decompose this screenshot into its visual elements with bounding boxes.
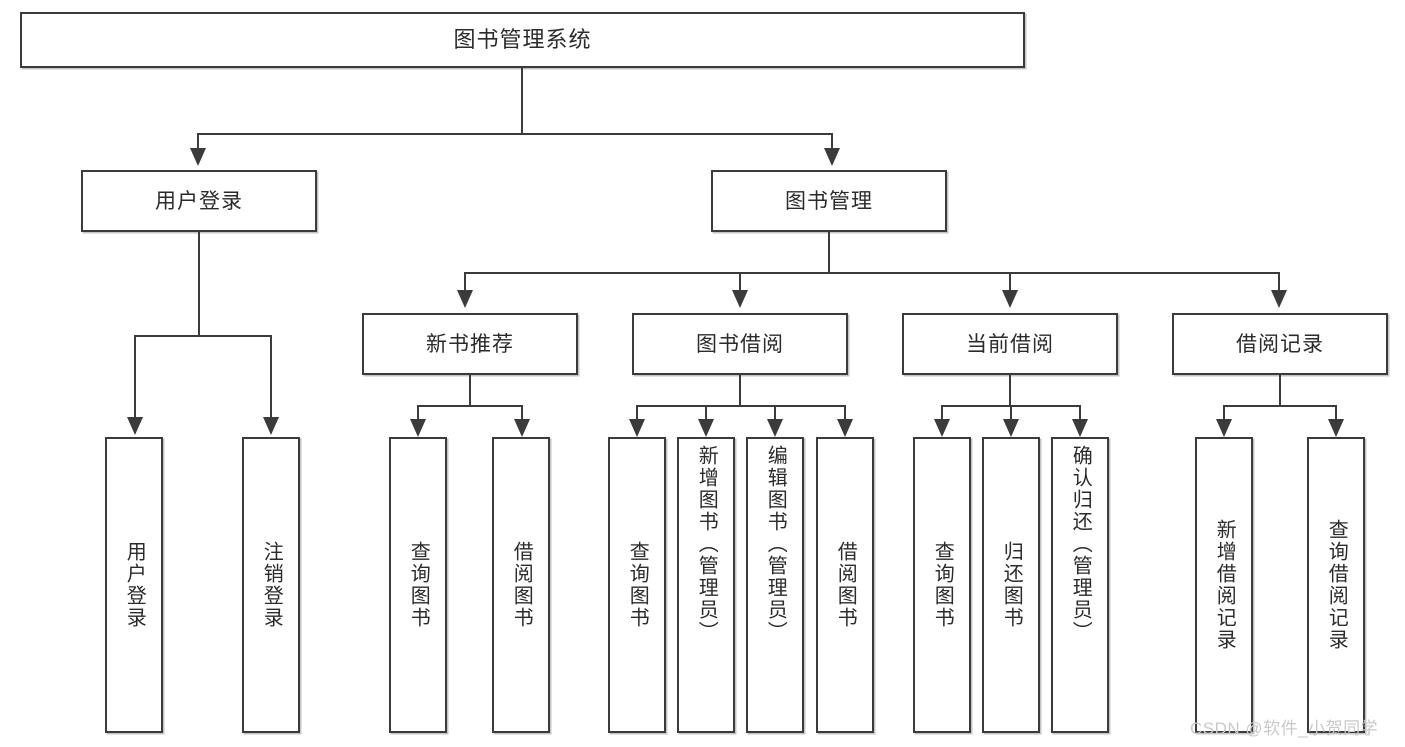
node-label: 查询借阅记录 (1325, 519, 1348, 651)
arrow-new-book (457, 290, 473, 308)
connector-drop-cb-confirm-return (1079, 405, 1081, 421)
node-label: 编辑图书（管理员） (764, 445, 787, 643)
connector-drop-nb-query-book (417, 405, 419, 421)
leaf-nb-borrow-book[interactable]: 借阅图书 (492, 437, 550, 733)
connector-drop-bb-add-book (705, 405, 707, 421)
node-label: 图书管理 (785, 189, 873, 213)
arrow-bb-borrow-book (837, 419, 853, 437)
arrow-leaf-user-login (127, 417, 143, 435)
connector-drop-new-book (464, 272, 466, 292)
leaf-br-query-record[interactable]: 查询借阅记录 (1307, 437, 1365, 733)
node-current-borrow[interactable]: 当前借阅 (902, 313, 1118, 375)
connector-drop-leaf-user-login (134, 335, 136, 419)
arrow-current-borrow (1002, 290, 1018, 308)
node-root-book-management-system[interactable]: 图书管理系统 (20, 12, 1025, 68)
connector-borrow-record-bus (1223, 405, 1337, 407)
arrow-cb-query-book (934, 419, 950, 437)
leaf-nb-query-book[interactable]: 查询图书 (389, 437, 447, 733)
node-label: 归还图书 (1000, 541, 1023, 629)
connector-root-stem (521, 68, 523, 134)
connector-level3-bus (464, 272, 1280, 274)
connector-current-borrow-stem (1009, 375, 1011, 406)
connector-drop-book-borrow (739, 272, 741, 292)
connector-drop-cb-return-book (1010, 405, 1012, 421)
node-user-login[interactable]: 用户登录 (81, 170, 317, 232)
node-book-management[interactable]: 图书管理 (711, 170, 947, 232)
leaf-br-add-record[interactable]: 新增借阅记录 (1195, 437, 1253, 733)
node-label: 借阅记录 (1236, 332, 1324, 356)
connector-book-borrow-bus (636, 405, 846, 407)
arrow-bb-query-book (629, 419, 645, 437)
leaf-bb-borrow-book[interactable]: 借阅图书 (816, 437, 874, 733)
node-label: 借阅图书 (510, 541, 533, 629)
connector-book-management-stem (828, 232, 830, 273)
arrow-nb-borrow-book (514, 419, 530, 437)
arrow-nb-query-book (410, 419, 426, 437)
node-label: 借阅图书 (834, 541, 857, 629)
connector-drop-bb-query-book (636, 405, 638, 421)
connector-new-book-stem (469, 375, 471, 406)
arrow-cb-confirm-return (1072, 419, 1088, 437)
arrow-br-add-record (1216, 419, 1232, 437)
leaf-bb-edit-book[interactable]: 编辑图书（管理员） (746, 437, 804, 733)
node-label: 查询图书 (931, 541, 954, 629)
connector-drop-nb-borrow-book (521, 405, 523, 421)
arrow-borrow-record (1271, 290, 1287, 308)
node-borrow-record[interactable]: 借阅记录 (1172, 313, 1388, 375)
leaf-logout[interactable]: 注销登录 (242, 437, 300, 733)
connector-user-login-stem (198, 232, 200, 336)
node-label: 查询图书 (407, 541, 430, 629)
arrow-leaf-logout (263, 417, 279, 435)
node-label: 当前借阅 (966, 332, 1054, 356)
connector-drop-bb-edit-book (774, 405, 776, 421)
connector-drop-user-login (197, 133, 199, 151)
node-label: 用户登录 (155, 189, 243, 213)
leaf-bb-add-book[interactable]: 新增图书（管理员） (677, 437, 735, 733)
node-label: 确认归还（管理员） (1069, 445, 1092, 643)
connector-drop-cb-query-book (941, 405, 943, 421)
node-label: 新增借阅记录 (1213, 519, 1236, 651)
connector-drop-br-query-record (1335, 405, 1337, 421)
node-label: 用户登录 (123, 541, 146, 629)
arrow-br-query-record (1328, 419, 1344, 437)
connector-drop-current-borrow (1009, 272, 1011, 292)
connector-borrow-record-stem (1279, 375, 1281, 406)
connector-drop-bb-borrow-book (844, 405, 846, 421)
leaf-bb-query-book[interactable]: 查询图书 (608, 437, 666, 733)
node-label: 查询图书 (626, 541, 649, 629)
leaf-cb-query-book[interactable]: 查询图书 (913, 437, 971, 733)
arrow-book-management (824, 148, 840, 166)
watermark: CSDN @软件_小贺同学 (1190, 719, 1379, 738)
connector-new-book-bus (417, 405, 523, 407)
arrow-bb-edit-book (767, 419, 783, 437)
node-label: 新增图书（管理员） (695, 445, 718, 643)
connector-drop-br-add-record (1223, 405, 1225, 421)
node-label: 注销登录 (260, 541, 283, 629)
connector-book-borrow-stem (739, 375, 741, 406)
connector-drop-leaf-logout (270, 335, 272, 419)
arrow-book-borrow (732, 290, 748, 308)
node-new-book-recommend[interactable]: 新书推荐 (362, 313, 578, 375)
arrow-bb-add-book (698, 419, 714, 437)
leaf-cb-confirm-return[interactable]: 确认归还（管理员） (1051, 437, 1109, 733)
connector-user-login-bus (134, 335, 272, 337)
arrow-user-login (190, 148, 206, 166)
leaf-cb-return-book[interactable]: 归还图书 (982, 437, 1040, 733)
connector-level2-bus (197, 133, 833, 135)
connector-drop-borrow-record (1278, 272, 1280, 292)
node-label: 图书借阅 (696, 332, 784, 356)
connector-drop-book-management (831, 133, 833, 151)
leaf-user-login[interactable]: 用户登录 (105, 437, 163, 733)
arrow-cb-return-book (1003, 419, 1019, 437)
node-label: 新书推荐 (426, 332, 514, 356)
node-label: 图书管理系统 (453, 27, 592, 52)
node-book-borrow[interactable]: 图书借阅 (632, 313, 848, 375)
